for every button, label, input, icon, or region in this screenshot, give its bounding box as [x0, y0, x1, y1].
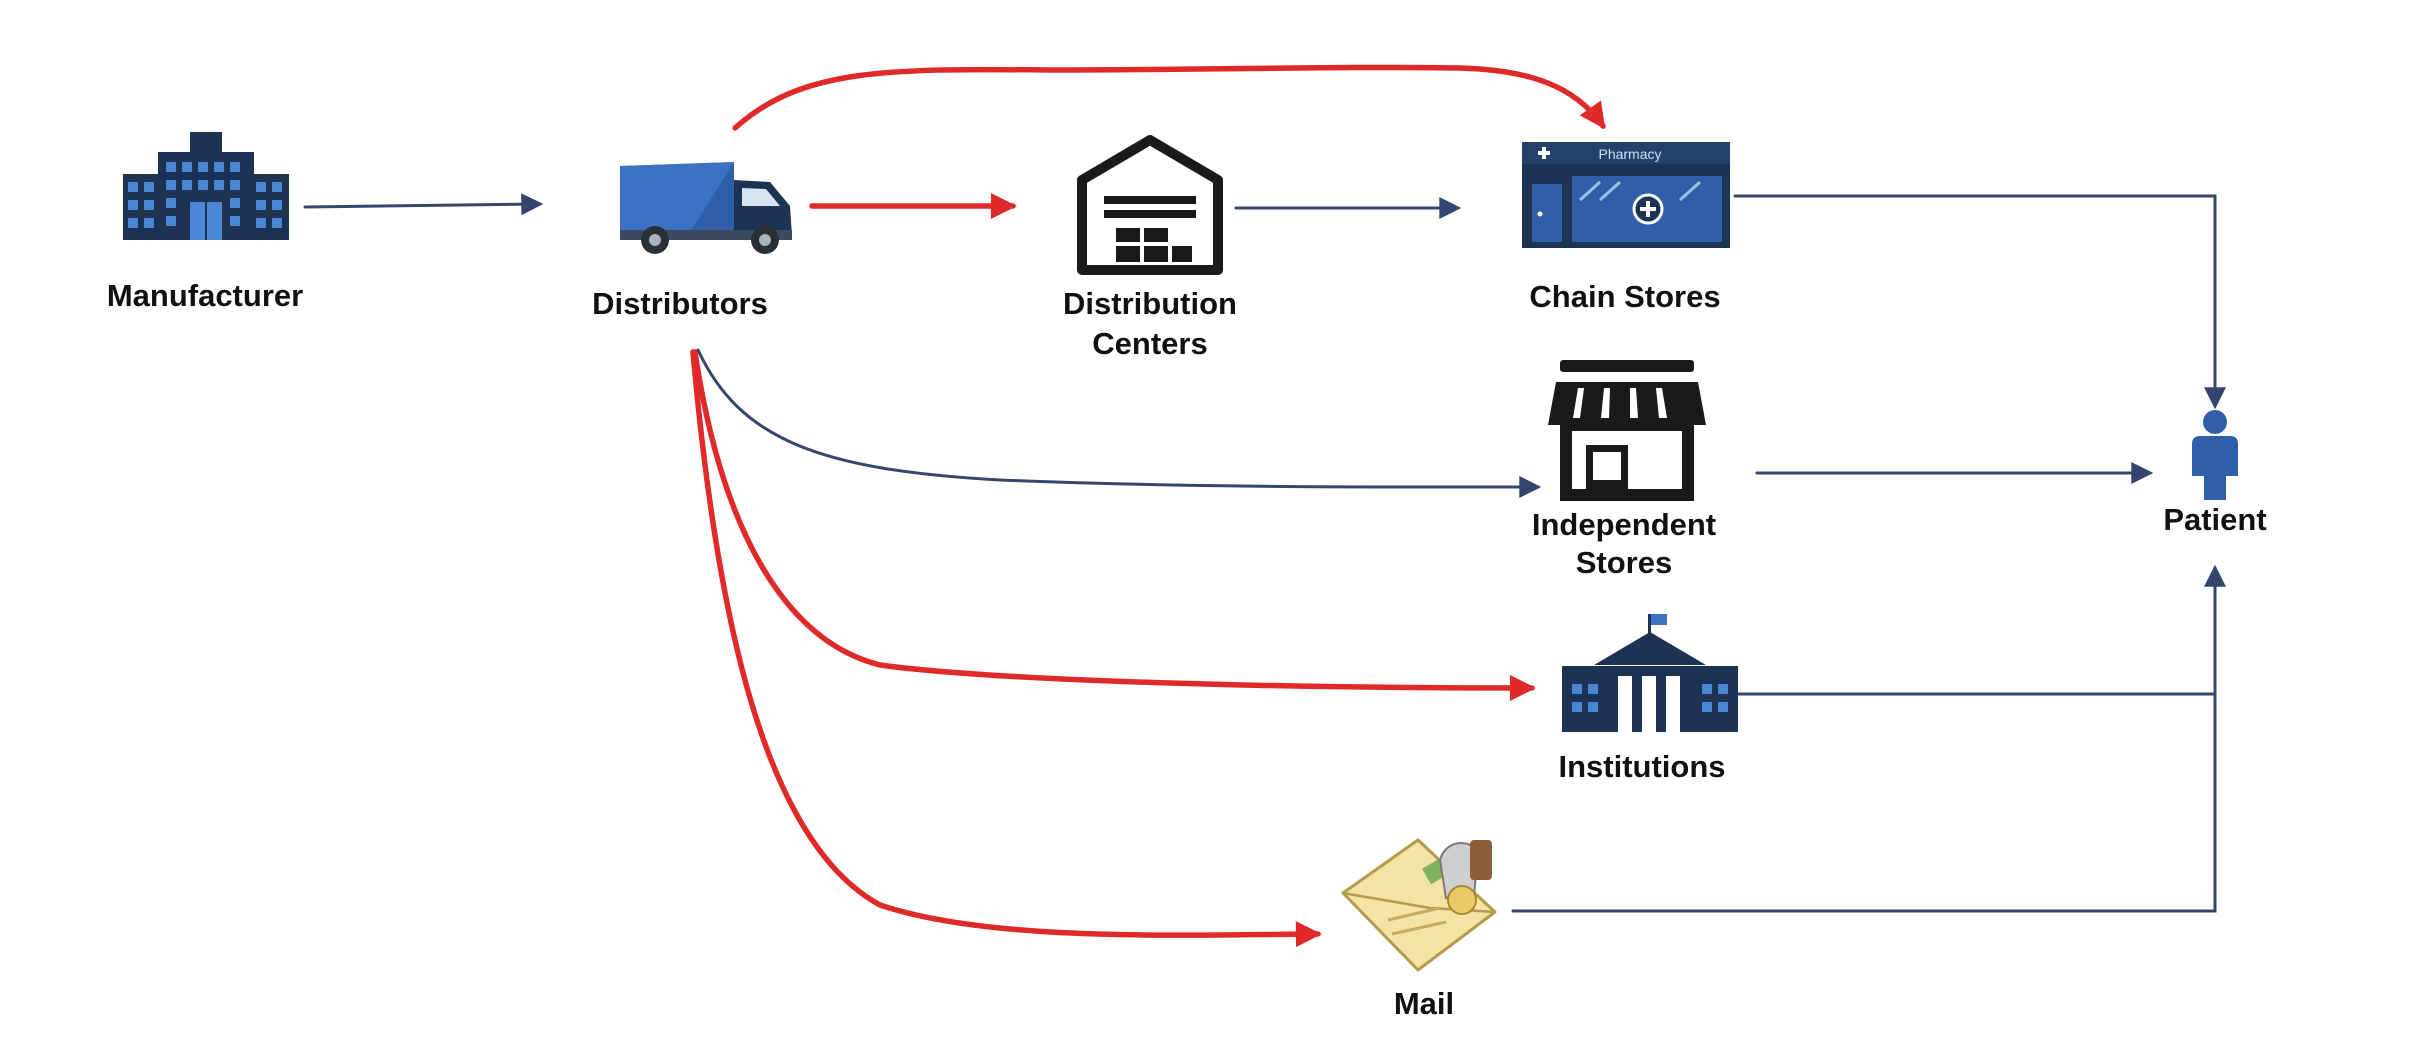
edge-mail-patient [1511, 692, 2217, 913]
edge-distributors-chain-stores [732, 64, 1606, 131]
edges [303, 64, 2226, 948]
edge-manufacturer-distributors [303, 193, 544, 216]
node-mail: Mail [1341, 838, 1497, 1021]
warehouse-icon [1077, 135, 1223, 275]
node-manufacturer: Manufacturer [107, 132, 303, 313]
pharmacy-sign-text: Pharmacy [1598, 146, 1661, 162]
node-label: Patient [2163, 502, 2266, 537]
node-distribution-centers: Distribution Centers [1063, 135, 1237, 361]
node-patient: Patient [2163, 410, 2267, 537]
institution-building-icon [1562, 614, 1738, 732]
edge-distributors-mail [690, 349, 1322, 948]
pharmacy-storefront-icon: Pharmacy [1522, 142, 1730, 248]
mail-envelope-icon [1341, 838, 1497, 972]
node-label: Chain Stores [1529, 279, 1720, 314]
delivery-truck-icon [620, 162, 792, 254]
node-label: Institutions [1558, 749, 1725, 784]
edge-distributors-independent-stores [696, 348, 1542, 499]
node-chain-stores: Pharmacy Chain Stores [1522, 142, 1730, 314]
edge-institutions-patient [1728, 564, 2226, 696]
node-label: Centers [1092, 326, 1207, 361]
node-distributors: Distributors [592, 162, 792, 321]
node-label: Distribution [1063, 286, 1237, 321]
node-independent-stores: Independent Stores [1532, 360, 1716, 580]
shop-awning-icon [1548, 360, 1706, 501]
node-label: Distributors [592, 286, 768, 321]
node-label: Independent [1532, 507, 1716, 542]
edge-chain-stores-patient [1733, 194, 2226, 410]
office-building-icon [123, 132, 289, 240]
node-institutions: Institutions [1558, 614, 1738, 784]
edge-distributors-institutions [692, 349, 1536, 701]
person-icon [2192, 410, 2238, 500]
node-label: Mail [1394, 986, 1454, 1021]
node-label: Stores [1576, 545, 1672, 580]
node-label: Manufacturer [107, 278, 303, 313]
